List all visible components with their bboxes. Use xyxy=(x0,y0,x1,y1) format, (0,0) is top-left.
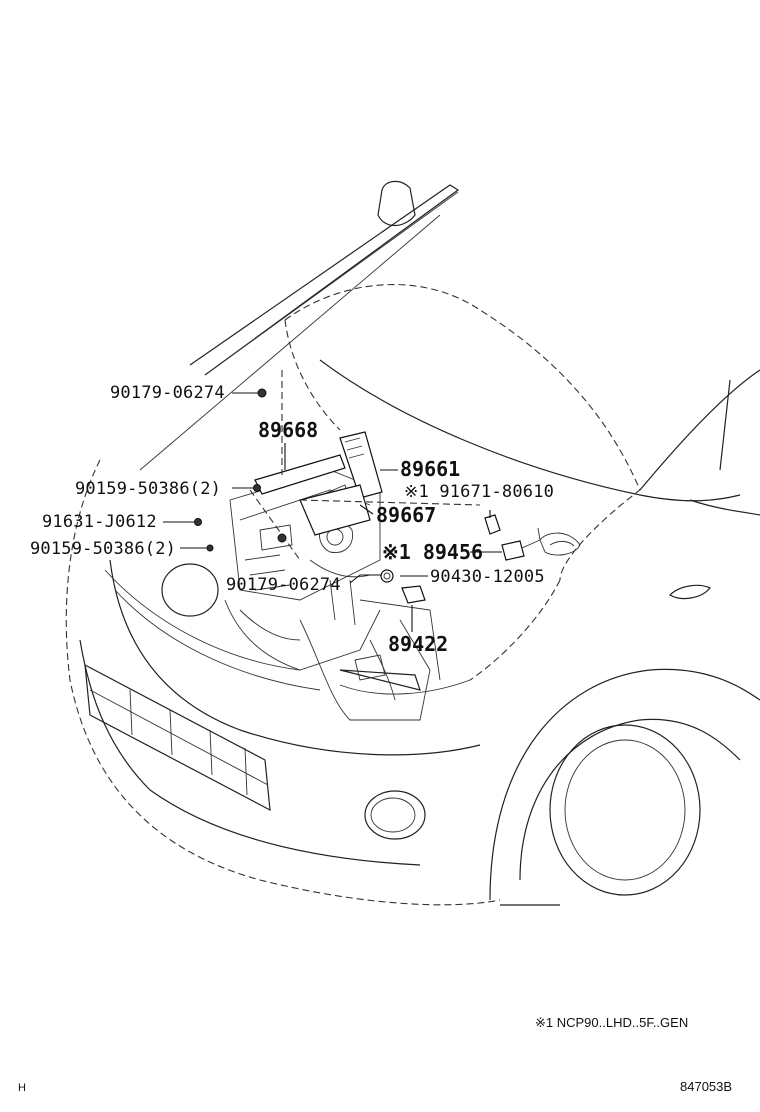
nut-91631-part xyxy=(194,518,202,526)
label-89668: 89668 xyxy=(258,418,318,442)
label-90159-50386-b: 90159-50386(2) xyxy=(30,539,176,559)
switch-89456-part xyxy=(501,540,525,561)
label-90179-06274-bottom: 90179-06274 xyxy=(226,575,341,595)
leader-lines xyxy=(163,370,502,632)
footnote: ※1 NCP90..LHD..5F..GEN xyxy=(535,1015,688,1030)
label-90179-06274-top: 90179-06274 xyxy=(110,383,225,403)
bolt-91671-part xyxy=(484,514,501,535)
nut-90179-bot-part xyxy=(277,533,287,543)
label-89661: 89661 xyxy=(400,457,460,481)
label-90430-12005: 90430-12005 xyxy=(430,567,545,587)
nut-90179-top-part xyxy=(257,388,267,398)
figure-code: 847053B xyxy=(680,1079,732,1094)
car-outline xyxy=(65,180,760,906)
label-90159-50386-a: 90159-50386(2) xyxy=(75,479,221,499)
corner-mark: H xyxy=(18,1082,26,1094)
ecu-89661-part xyxy=(339,431,383,499)
gasket-90430-part xyxy=(380,569,394,583)
sensor-89422-part xyxy=(401,585,426,604)
bracket-89667-part xyxy=(299,484,371,536)
nut-90159-b-part xyxy=(206,544,214,552)
bracket-89668-part xyxy=(254,454,346,495)
part-labels: 90179-06274 89668 89661 90159-50386(2) ※… xyxy=(30,383,554,656)
label-91671-80610: ※1 91671-80610 xyxy=(404,482,554,502)
label-89456: ※1 89456 xyxy=(382,540,483,564)
parts xyxy=(194,388,541,604)
nut-90159-a-part xyxy=(253,484,261,492)
label-89667: 89667 xyxy=(376,503,436,527)
label-89422: 89422 xyxy=(388,632,448,656)
label-91631-j0612: 91631-J0612 xyxy=(42,512,157,532)
